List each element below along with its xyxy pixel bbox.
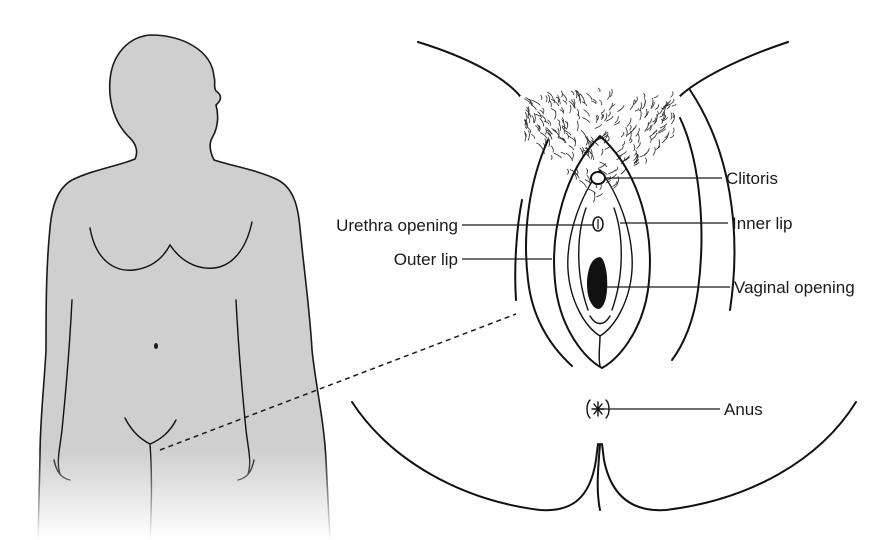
right-thigh-contour [672, 118, 701, 360]
vulva-detail-illustration [352, 42, 856, 510]
right-hip-curve [680, 42, 788, 96]
silhouette-fade [0, 450, 340, 540]
label-anus: Anus [724, 400, 763, 419]
left-buttock-curve [352, 402, 598, 510]
label-anus-group: Anus [600, 400, 763, 419]
label-clitoris: Clitoris [726, 169, 778, 188]
body-silhouette [0, 35, 340, 540]
label-outer-lip-group: Outer lip [394, 250, 552, 269]
label-vaginal-opening: Vaginal opening [734, 278, 855, 297]
left-hip-curve [418, 42, 520, 96]
label-outer-lip: Outer lip [394, 250, 458, 269]
far-left-leg-line [515, 200, 522, 300]
gluteal-cleft [598, 444, 600, 510]
far-right-leg-line [690, 90, 734, 310]
label-vaginal-opening-group: Vaginal opening [606, 278, 855, 297]
navel [154, 343, 158, 349]
vaginal-opening-shape [587, 258, 606, 309]
label-inner-lip: Inner lip [732, 214, 792, 233]
mons-pubis [520, 86, 680, 226]
clitoris-shape [591, 172, 605, 184]
label-urethra-opening: Urethra opening [336, 216, 458, 235]
